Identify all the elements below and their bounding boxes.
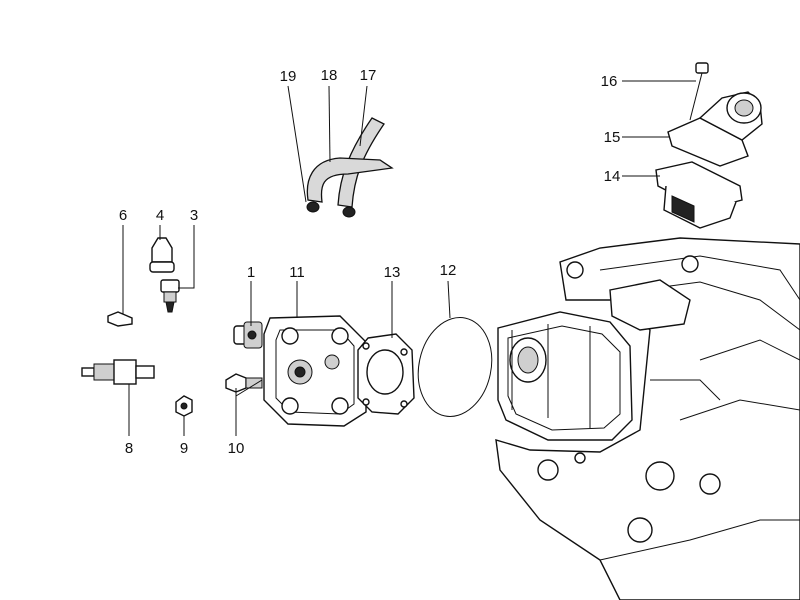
small-screw-6: [107, 311, 133, 327]
callout-17: 17: [360, 67, 377, 84]
callout-19: 19: [280, 68, 297, 85]
nut-9: [175, 395, 193, 417]
crankcase-cylinder-assembly: [495, 237, 800, 600]
callout-3: 3: [190, 207, 198, 224]
reed-valve-14: [655, 161, 743, 229]
callout-1: 1: [247, 264, 255, 281]
head-gasket-13: [357, 333, 415, 415]
callout-6: 6: [119, 207, 127, 224]
callout-16: 16: [601, 73, 618, 90]
callout-11: 11: [289, 264, 305, 281]
fitting-1: [233, 321, 263, 349]
intake-manifold-15: [667, 91, 763, 167]
callout-4: 4: [156, 207, 164, 224]
cap-4: [149, 237, 175, 273]
callout-labels: 1 3 4 6 8 9 10 11 12 13 14 15 16 17 18 1…: [119, 67, 621, 457]
leader-lines: [122, 80, 696, 436]
o-ring-12: [417, 317, 493, 417]
hose-clip-19: [306, 201, 356, 218]
callout-12: 12: [440, 262, 457, 279]
bolt-16: [689, 62, 709, 121]
spark-plug-8: [81, 359, 155, 385]
callout-15: 15: [604, 129, 621, 146]
temperature-sensor-3: [160, 279, 180, 313]
callout-18: 18: [321, 67, 338, 84]
fuel-hose-18: [306, 157, 394, 203]
callout-14: 14: [604, 168, 621, 185]
callout-10: 10: [228, 440, 245, 457]
stud-nut-10: [225, 373, 263, 393]
cylinder-head-11: [263, 315, 367, 427]
callout-13: 13: [384, 264, 401, 281]
callout-9: 9: [180, 440, 188, 457]
callout-8: 8: [125, 440, 133, 457]
